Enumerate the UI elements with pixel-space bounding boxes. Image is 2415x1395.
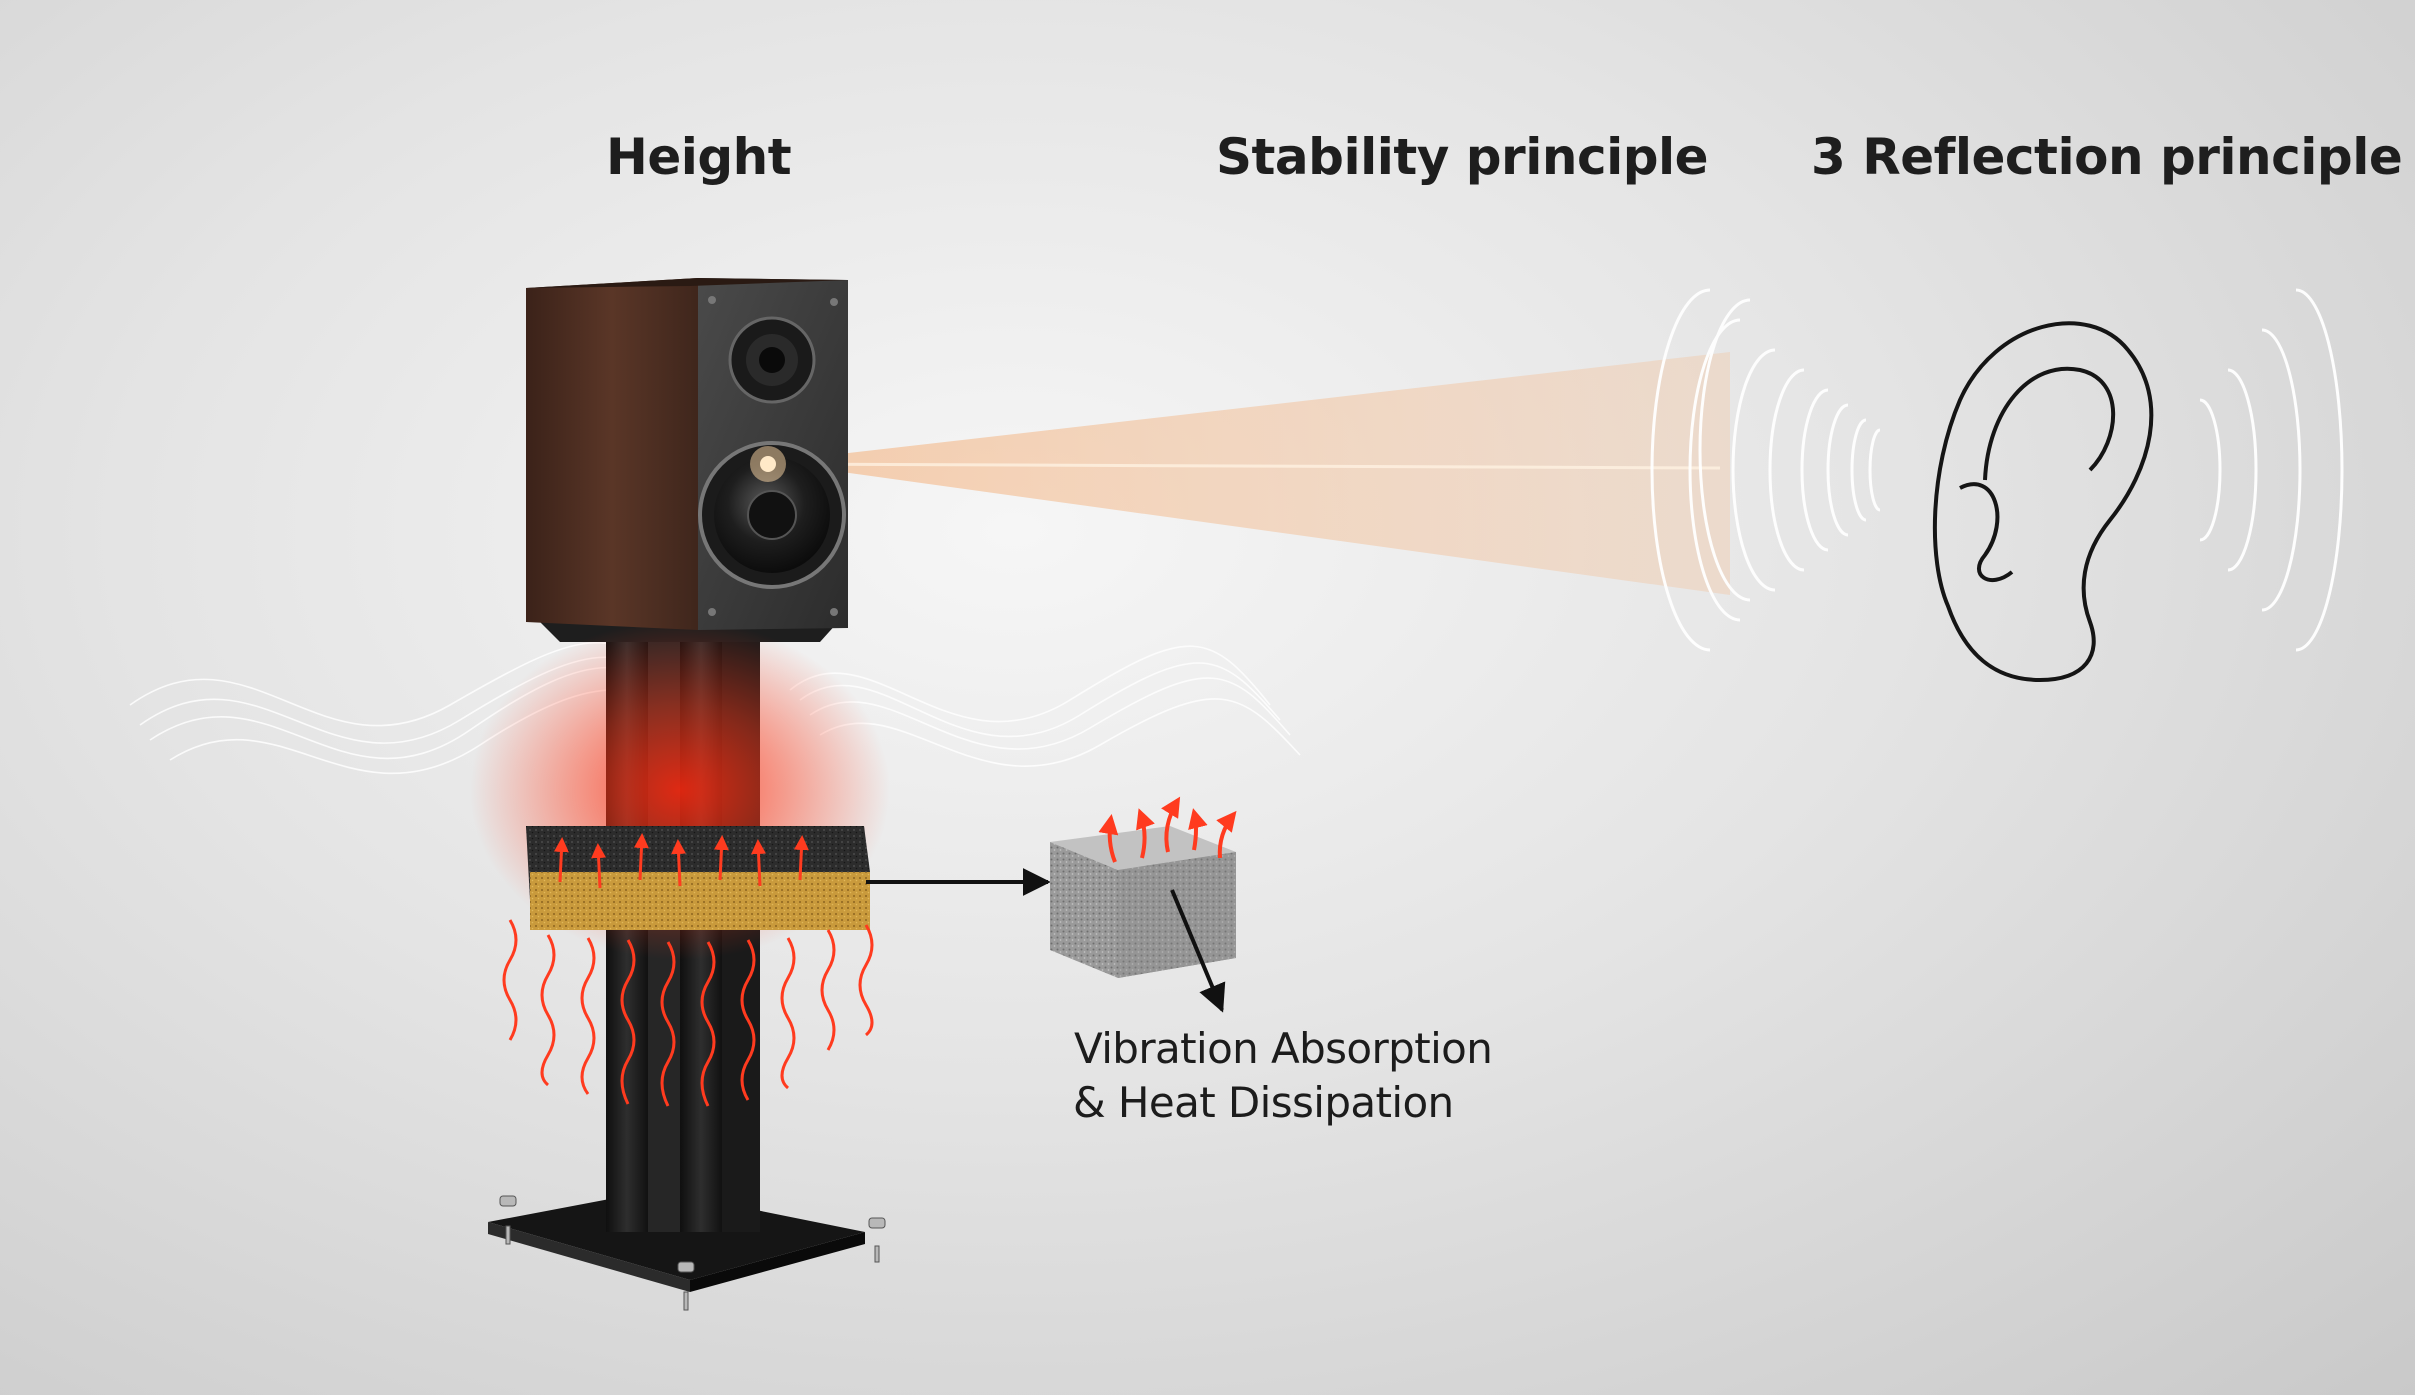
- heat-arrows-block: [1098, 796, 1237, 863]
- tweeter: [728, 316, 816, 404]
- label-stability-principle: Stability principle: [1216, 128, 1709, 186]
- heat-wave-lines: [502, 919, 874, 1107]
- damping-pad: [526, 826, 870, 930]
- speaker-cabinet: [526, 278, 848, 630]
- sound-wave-arcs: [1650, 288, 2344, 652]
- caption-line-2: & Heat Dissipation: [1073, 1078, 1454, 1127]
- label-reflection-principle: 3 Reflection principle: [1811, 128, 2403, 186]
- caption-line-1: Vibration Absorption: [1074, 1024, 1493, 1073]
- foam-block: [1050, 826, 1236, 978]
- vibration-caption: Vibration Absorption & Heat Dissipation: [1073, 1022, 1493, 1130]
- heat-arrows-pad: [553, 833, 809, 889]
- woofer: [698, 441, 846, 589]
- vibration-waves: [129, 641, 1301, 774]
- stand-base: [488, 1190, 886, 1311]
- arrow-to-caption: [1170, 889, 1226, 1013]
- sound-beam: [770, 352, 1730, 595]
- spike-feet: [499, 1195, 886, 1311]
- ear-icon: [1932, 321, 2154, 683]
- label-height: Height: [606, 128, 792, 186]
- beam-core: [769, 462, 1721, 470]
